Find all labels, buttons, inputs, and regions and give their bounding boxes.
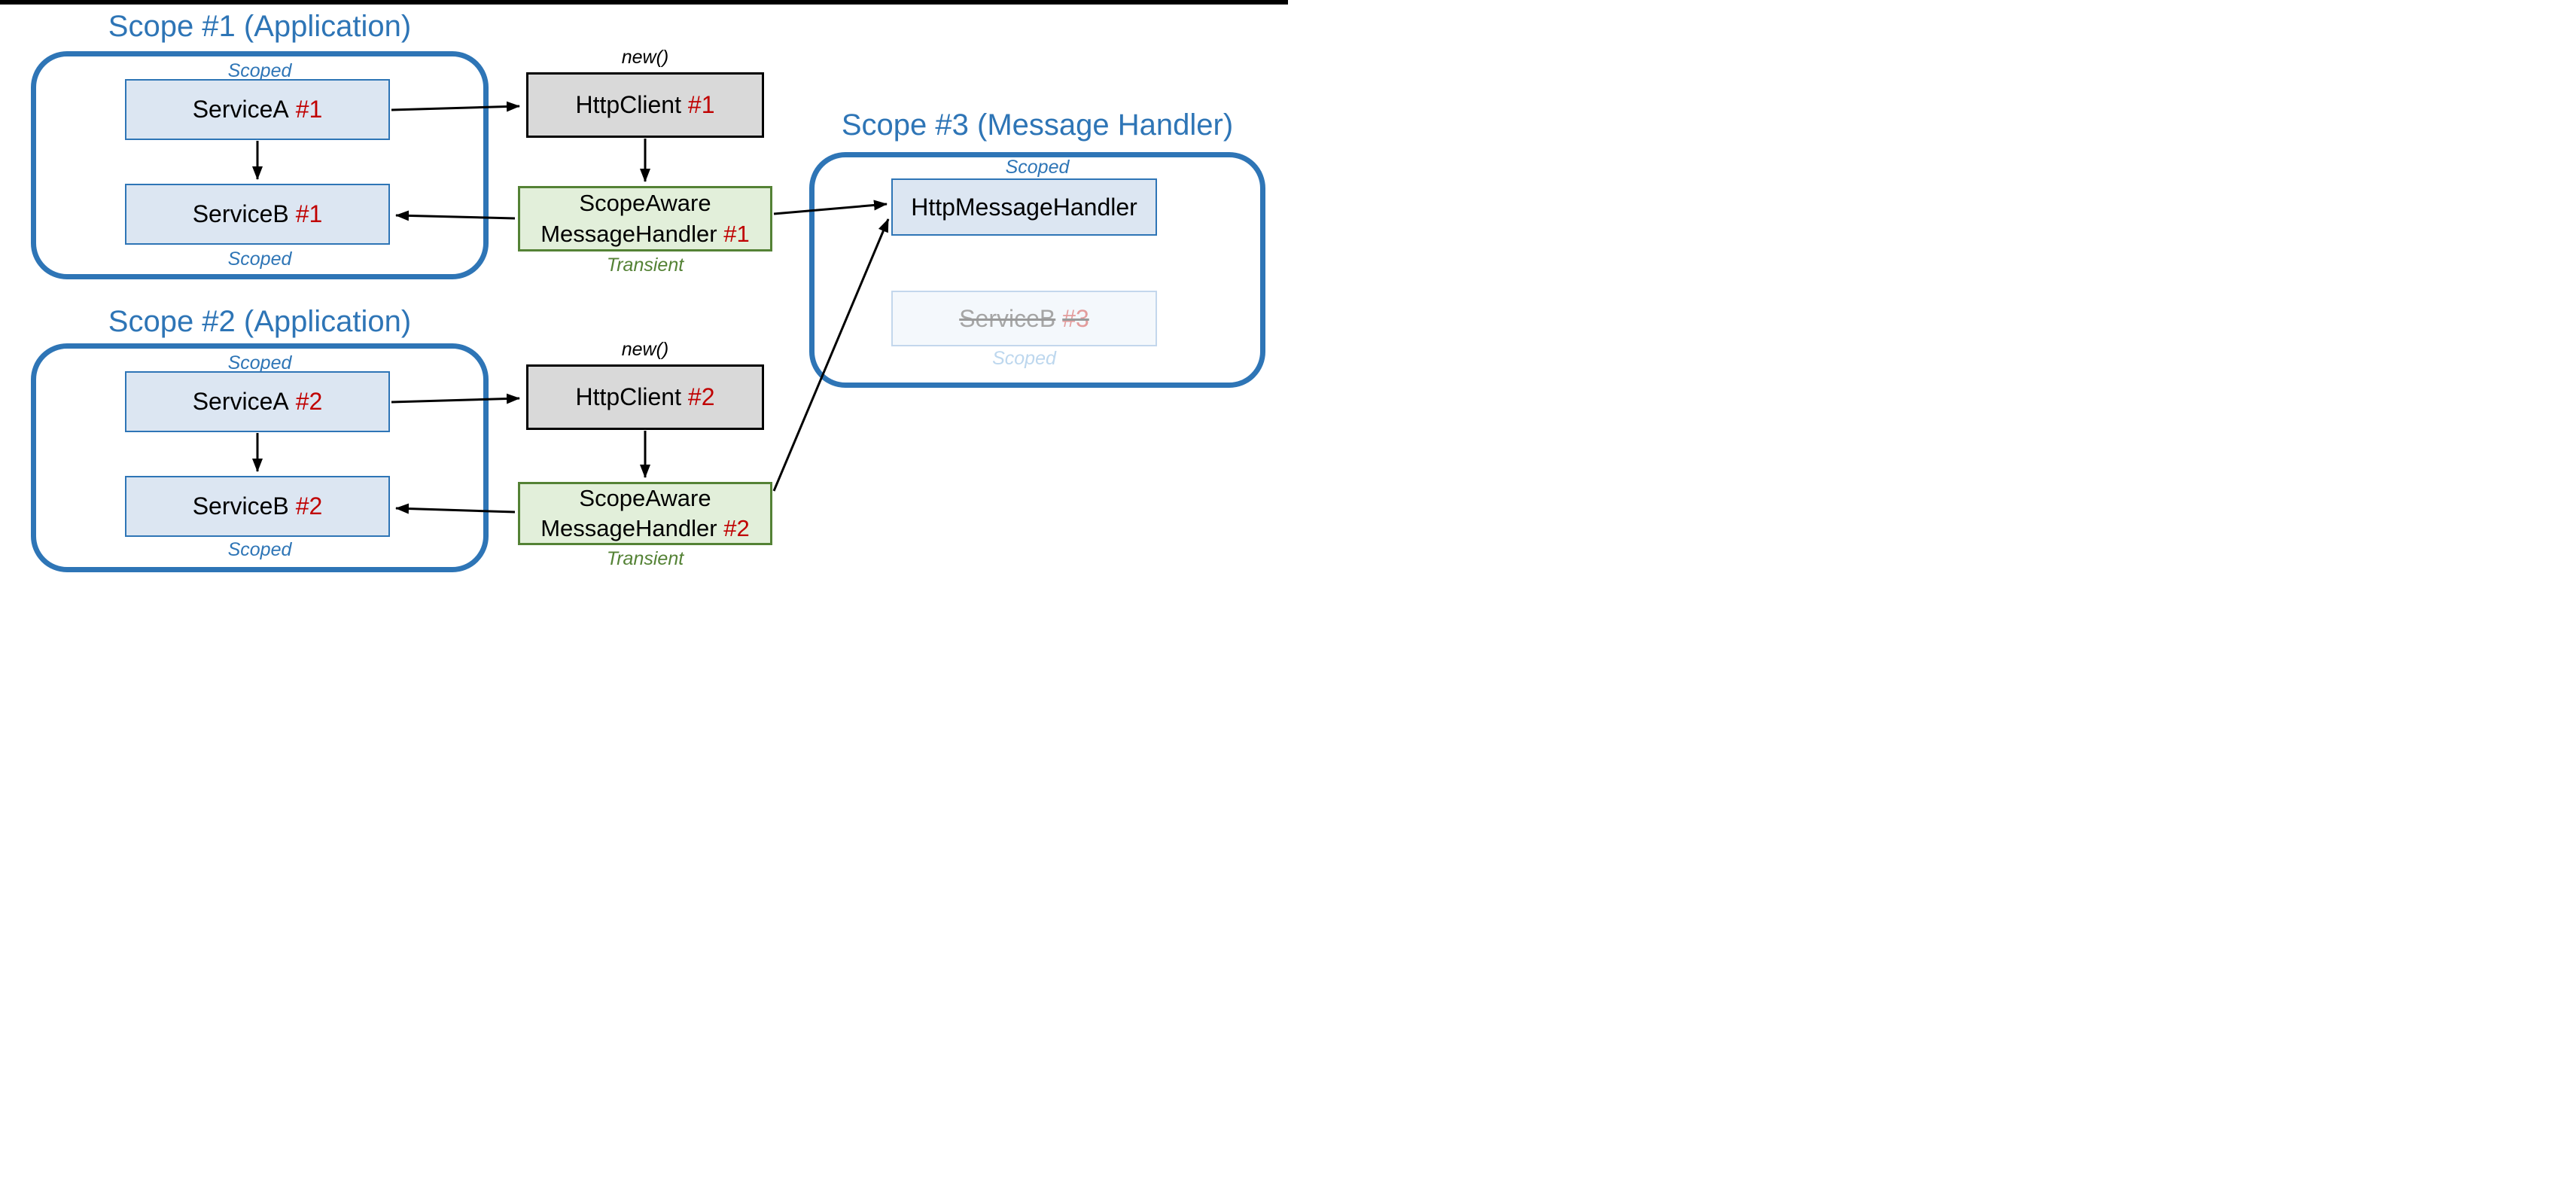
node-httpclient1-instance: #1 (687, 91, 715, 118)
scope2-top-lifetime-label: Scoped (227, 352, 292, 373)
node-service-a2-label: ServiceA (192, 388, 289, 415)
node-service-b1: ServiceB #1 (125, 184, 390, 245)
httpclient1-new-annotation: new() (621, 47, 669, 68)
node-messagehandler2-line2: MessageHandler (540, 515, 717, 541)
node-httpclient2-label: HttpClient (575, 383, 681, 410)
httpclient2-new-annotation: new() (621, 339, 669, 360)
node-service-a1-label: ServiceA (192, 96, 289, 123)
node-service-b3-label: ServiceB (959, 304, 1056, 332)
node-service-b3-struck-text: ServiceB #3 (959, 305, 1089, 333)
node-service-b2: ServiceB #2 (125, 476, 390, 537)
node-messagehandler2: ScopeAware MessageHandler #2 (518, 482, 772, 545)
service-b3-lifetime-label: Scoped (992, 348, 1056, 369)
node-httpclient1-label: HttpClient (575, 91, 681, 118)
node-httpclient1: HttpClient #1 (526, 72, 764, 138)
node-httpclient2: HttpClient #2 (526, 364, 764, 430)
letterbox-top-bar (0, 0, 1288, 5)
node-service-b1-label: ServiceB (192, 200, 289, 227)
node-service-b3-instance: #3 (1062, 304, 1089, 332)
scope2-boundary (31, 343, 489, 572)
scope1-title: Scope #1 (Application) (108, 10, 412, 43)
node-messagehandler1-line1: ScopeAware (579, 190, 711, 217)
node-messagehandler1-line2: MessageHandler (540, 220, 717, 247)
node-httpmessagehandler-label: HttpMessageHandler (911, 193, 1137, 221)
scope1-top-lifetime-label: Scoped (227, 60, 292, 81)
scope3-title: Scope #3 (Message Handler) (841, 108, 1234, 142)
node-service-b3-disposed: ServiceB #3 (891, 291, 1157, 346)
diagram-canvas: Scope #1 (Application) Scoped ServiceA #… (0, 0, 1288, 601)
node-messagehandler1: ScopeAware MessageHandler #1 (518, 186, 772, 251)
node-service-a2-instance: #2 (295, 388, 323, 415)
node-service-b2-label: ServiceB (192, 492, 289, 520)
node-service-a1: ServiceA #1 (125, 79, 390, 140)
node-messagehandler1-instance: #1 (723, 220, 750, 247)
node-service-a2: ServiceA #2 (125, 371, 390, 432)
node-messagehandler2-instance: #2 (723, 515, 750, 541)
messagehandler2-lifetime-label: Transient (606, 548, 684, 569)
node-service-b2-instance: #2 (295, 492, 323, 520)
node-httpclient2-instance: #2 (687, 383, 715, 410)
scope1-boundary (31, 51, 489, 279)
scope3-top-lifetime-label: Scoped (1005, 157, 1070, 178)
scope1-bottom-lifetime-label: Scoped (227, 248, 292, 270)
node-messagehandler2-line1: ScopeAware (579, 484, 711, 511)
node-httpmessagehandler: HttpMessageHandler (891, 178, 1157, 236)
scope2-title: Scope #2 (Application) (108, 305, 412, 338)
scope2-bottom-lifetime-label: Scoped (227, 539, 292, 560)
node-service-a1-instance: #1 (295, 96, 323, 123)
messagehandler1-lifetime-label: Transient (606, 255, 684, 276)
node-service-b1-instance: #1 (295, 200, 323, 227)
